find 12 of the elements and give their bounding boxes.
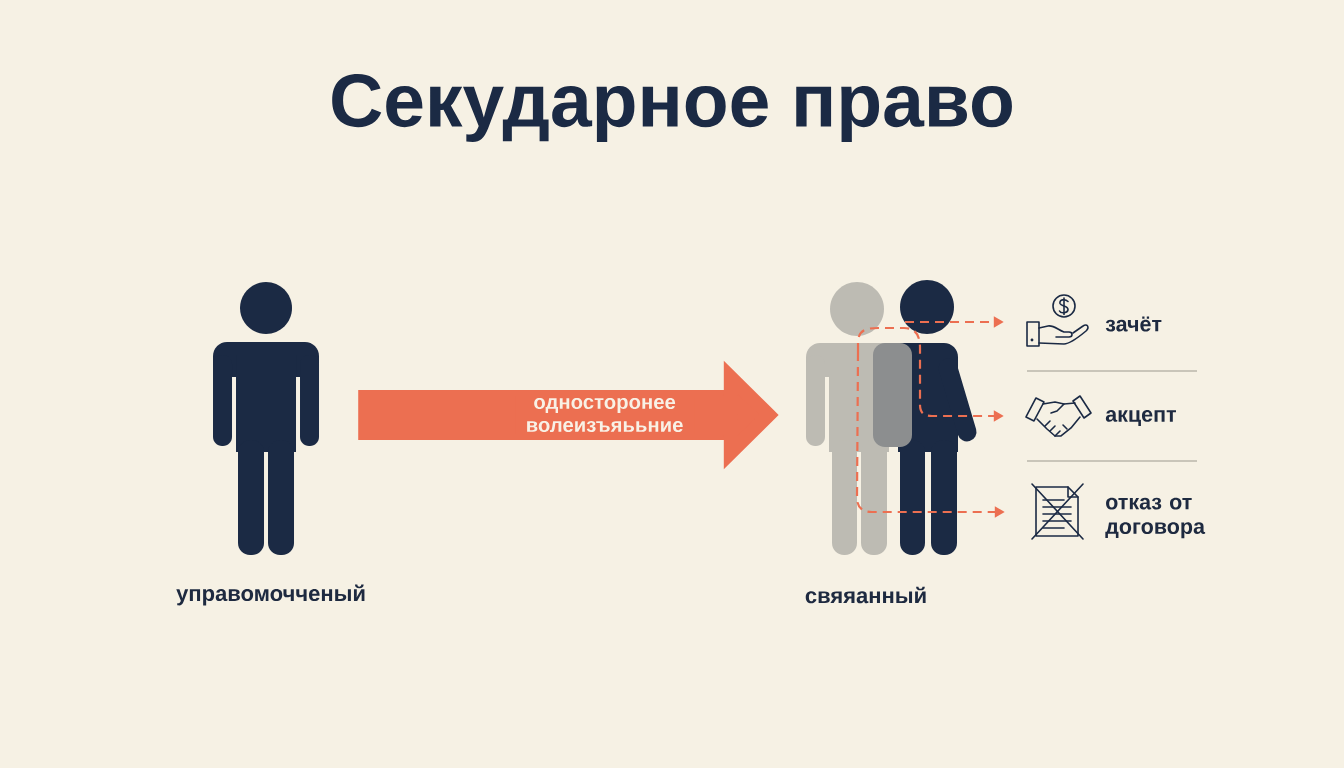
crossed-document-icon [1031,483,1084,540]
person-figure [213,282,319,555]
person-caption: управомочченый [176,584,365,606]
item-label: акцепт [1105,410,1176,426]
item-label: зачёт [1105,316,1162,332]
title: Секударное право [332,74,1012,142]
item-label: отказ от договора [1105,497,1206,539]
hand-coin-icon [1026,294,1089,347]
handshake-icon [1025,395,1092,437]
two-person-figure [806,280,977,555]
person-caption: свяяанный [805,586,926,604]
edge-label: односторонее волеизъяььние [515,395,695,435]
